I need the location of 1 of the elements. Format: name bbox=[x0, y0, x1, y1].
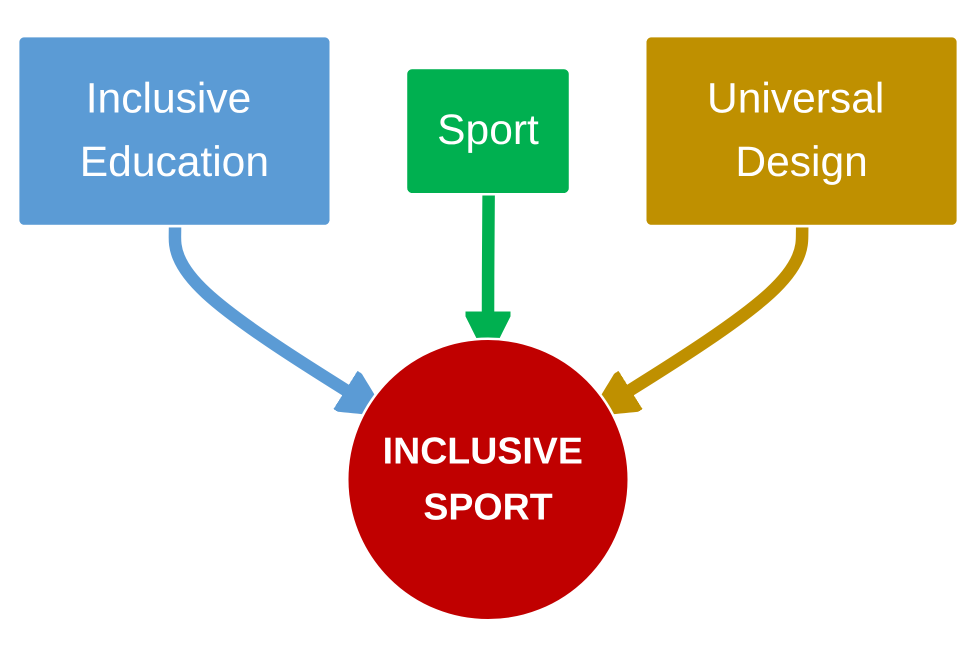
node-circle: INCLUSIVE SPORT bbox=[346, 337, 630, 622]
